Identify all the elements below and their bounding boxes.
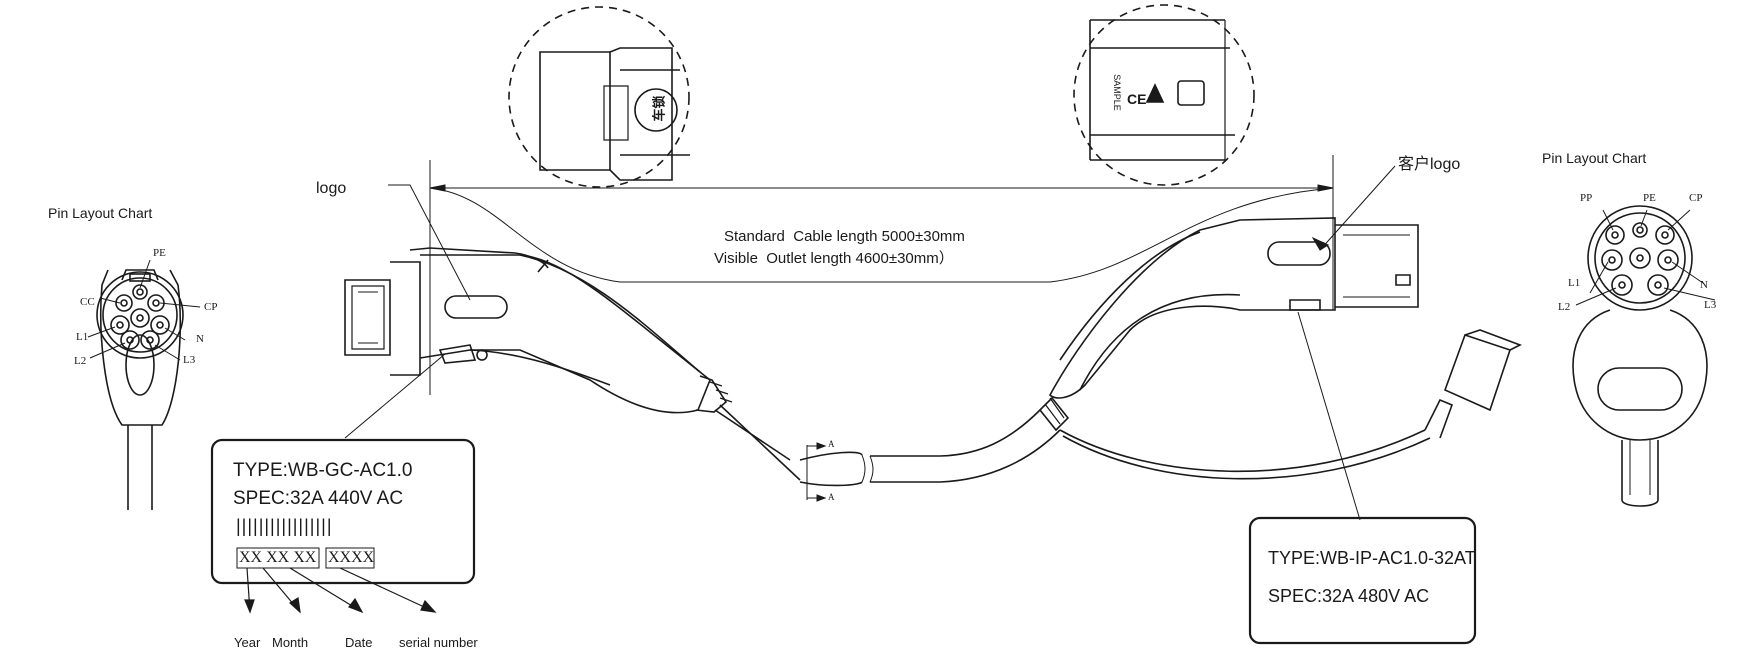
standard-cable-length: Standard Cable length 5000±30mm bbox=[724, 229, 965, 244]
left-pin-pe-label: PE bbox=[153, 247, 166, 259]
right-pin-chart-title: Pin Layout Chart bbox=[1542, 150, 1647, 166]
left-label-spec: SPEC:32A 440V AC bbox=[233, 488, 404, 509]
right-label-spec: SPEC:32A 480V AC bbox=[1268, 586, 1430, 606]
left-pin-chart-title: Pin Layout Chart bbox=[48, 205, 153, 221]
right-detail-sample-text: SAMPLE bbox=[1111, 74, 1122, 111]
right-pin-cp-label: CP bbox=[1689, 192, 1703, 204]
left-pin-l3-label: L3 bbox=[183, 354, 196, 366]
right-plug-drawing bbox=[1038, 217, 1522, 480]
legend-serial-number: serial number bbox=[399, 635, 478, 650]
dimension-lines bbox=[429, 155, 1334, 395]
visible-length-text: Outlet length 4600±30mm） bbox=[766, 250, 954, 267]
left-pin-cp-label: CP bbox=[204, 301, 218, 313]
svg-text:CE: CE bbox=[1127, 91, 1146, 107]
right-pin-n-label: N bbox=[1700, 279, 1708, 291]
right-pin-l3-label: L3 bbox=[1704, 299, 1717, 311]
left-label-type: TYPE:WB-GC-AC1.0 bbox=[233, 460, 413, 481]
right-pin-l1-label: L1 bbox=[1568, 277, 1581, 289]
left-pin-l1-label: L1 bbox=[76, 331, 89, 343]
standard-length-text: Cable length 5000±30mm bbox=[793, 228, 965, 245]
right-label-type: TYPE:WB-IP-AC1.0-32AT bbox=[1268, 548, 1476, 568]
standard-word: Standard bbox=[724, 228, 785, 245]
right-detail-view: CE bbox=[1073, 4, 1255, 186]
right-pin-layout-drawing bbox=[1572, 205, 1716, 507]
left-pin-n-label: N bbox=[196, 333, 204, 345]
left-detail-lock-text: 车锁 bbox=[651, 95, 667, 122]
section-marker-bottom: A bbox=[828, 492, 835, 502]
left-logo-label: logo bbox=[316, 180, 347, 197]
legend-month: Month bbox=[272, 635, 309, 650]
left-plug-drawing bbox=[344, 247, 801, 481]
right-pin-pp-label: PP bbox=[1580, 192, 1593, 204]
leader-lines bbox=[344, 165, 1396, 521]
left-label-barcode: ||||||||||||||||| bbox=[236, 516, 333, 536]
right-logo-label: 客户logo bbox=[1398, 156, 1461, 173]
section-marker-top: A bbox=[828, 439, 835, 449]
visible-outlet-length: Visible Outlet length 4600±30mm） bbox=[714, 251, 954, 266]
left-pin-cc-label: CC bbox=[80, 296, 95, 308]
legend-arrows bbox=[244, 567, 437, 614]
cable-break bbox=[799, 409, 1061, 502]
left-pin-l2-label: L2 bbox=[74, 355, 87, 367]
legend-year: Year bbox=[234, 635, 261, 650]
left-label-box bbox=[210, 438, 476, 585]
visible-word: Visible bbox=[714, 250, 758, 267]
right-pin-pe-label: PE bbox=[1643, 192, 1656, 204]
left-pin-layout-drawing bbox=[87, 259, 201, 510]
legend-date: Date bbox=[345, 635, 373, 650]
right-pin-l2-label: L2 bbox=[1558, 301, 1571, 313]
left-label-date-code: XX XX XX bbox=[239, 549, 317, 566]
left-label-serial-code: XXXX bbox=[328, 549, 375, 566]
left-detail-view bbox=[508, 6, 690, 188]
right-label-box bbox=[1248, 516, 1477, 645]
